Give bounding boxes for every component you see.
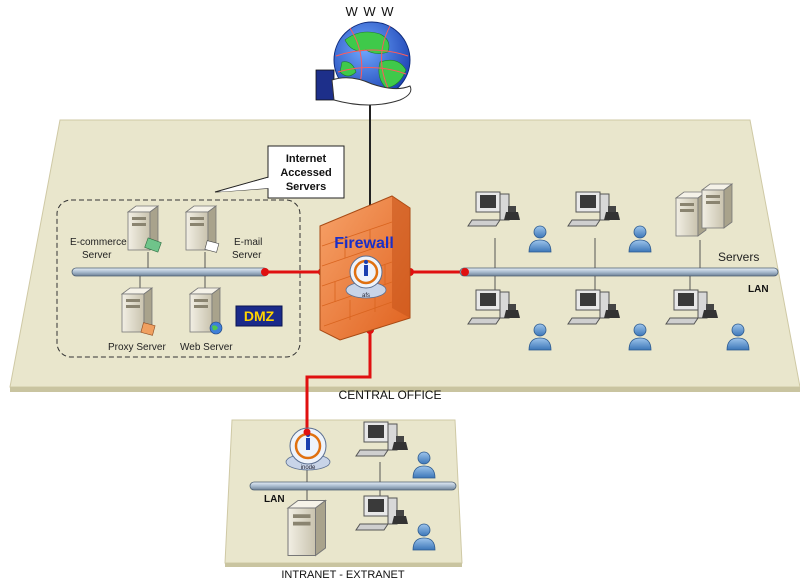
web-server-label: Web Server — [180, 342, 233, 353]
email-server-label-2: Server — [232, 250, 262, 261]
central-lan-bus — [459, 267, 779, 277]
hand-icon — [315, 69, 412, 106]
intranet-extranet-label: INTRANET - EXTRANET — [281, 569, 405, 581]
branch-server-icon — [287, 499, 327, 557]
central-office-label: CENTRAL OFFICE — [339, 388, 442, 402]
servers-icon — [675, 183, 733, 237]
internet-servers-callout: Internet Accessed Servers — [214, 145, 345, 199]
firewall-label: Firewall — [334, 235, 394, 252]
branch-link-port — [303, 428, 311, 436]
www-label: W W W — [345, 4, 394, 19]
central-lan-label: LAN — [748, 284, 769, 295]
dmz-group — [56, 199, 301, 358]
central-office-platform-edge — [10, 387, 800, 392]
lan-bus-port — [461, 268, 469, 276]
firewall-icon: Firewall afs — [319, 195, 411, 341]
ecommerce-server-label-2: Server — [82, 250, 112, 261]
proxy-server-label: Proxy Server — [108, 342, 166, 353]
callout-line3: Servers — [286, 181, 326, 193]
servers-label: Servers — [718, 250, 759, 264]
proxy-server-icon — [121, 287, 156, 336]
inode-icon: inode — [285, 427, 331, 471]
firewall-badge-label: afs — [362, 293, 370, 299]
callout-line1: Internet — [286, 153, 327, 165]
callout-line2: Accessed — [280, 167, 331, 179]
branch-office-platform-edge — [225, 563, 462, 567]
inode-badge-label: inode — [301, 465, 316, 471]
branch-lan-bus — [249, 481, 457, 491]
branch-lan-label: LAN — [264, 494, 285, 505]
dmz-badge: DMZ — [235, 305, 283, 327]
ecommerce-server-label-1: E-commerce — [70, 237, 127, 248]
dmz-bus — [71, 267, 269, 277]
dmz-label: DMZ — [244, 308, 275, 324]
dmz-bus-port — [261, 268, 269, 276]
web-server-icon — [189, 287, 223, 335]
branch-link — [305, 330, 372, 432]
ecommerce-server-icon — [127, 205, 162, 253]
email-server-icon — [185, 205, 220, 253]
email-server-label-1: E-mail — [234, 237, 262, 248]
